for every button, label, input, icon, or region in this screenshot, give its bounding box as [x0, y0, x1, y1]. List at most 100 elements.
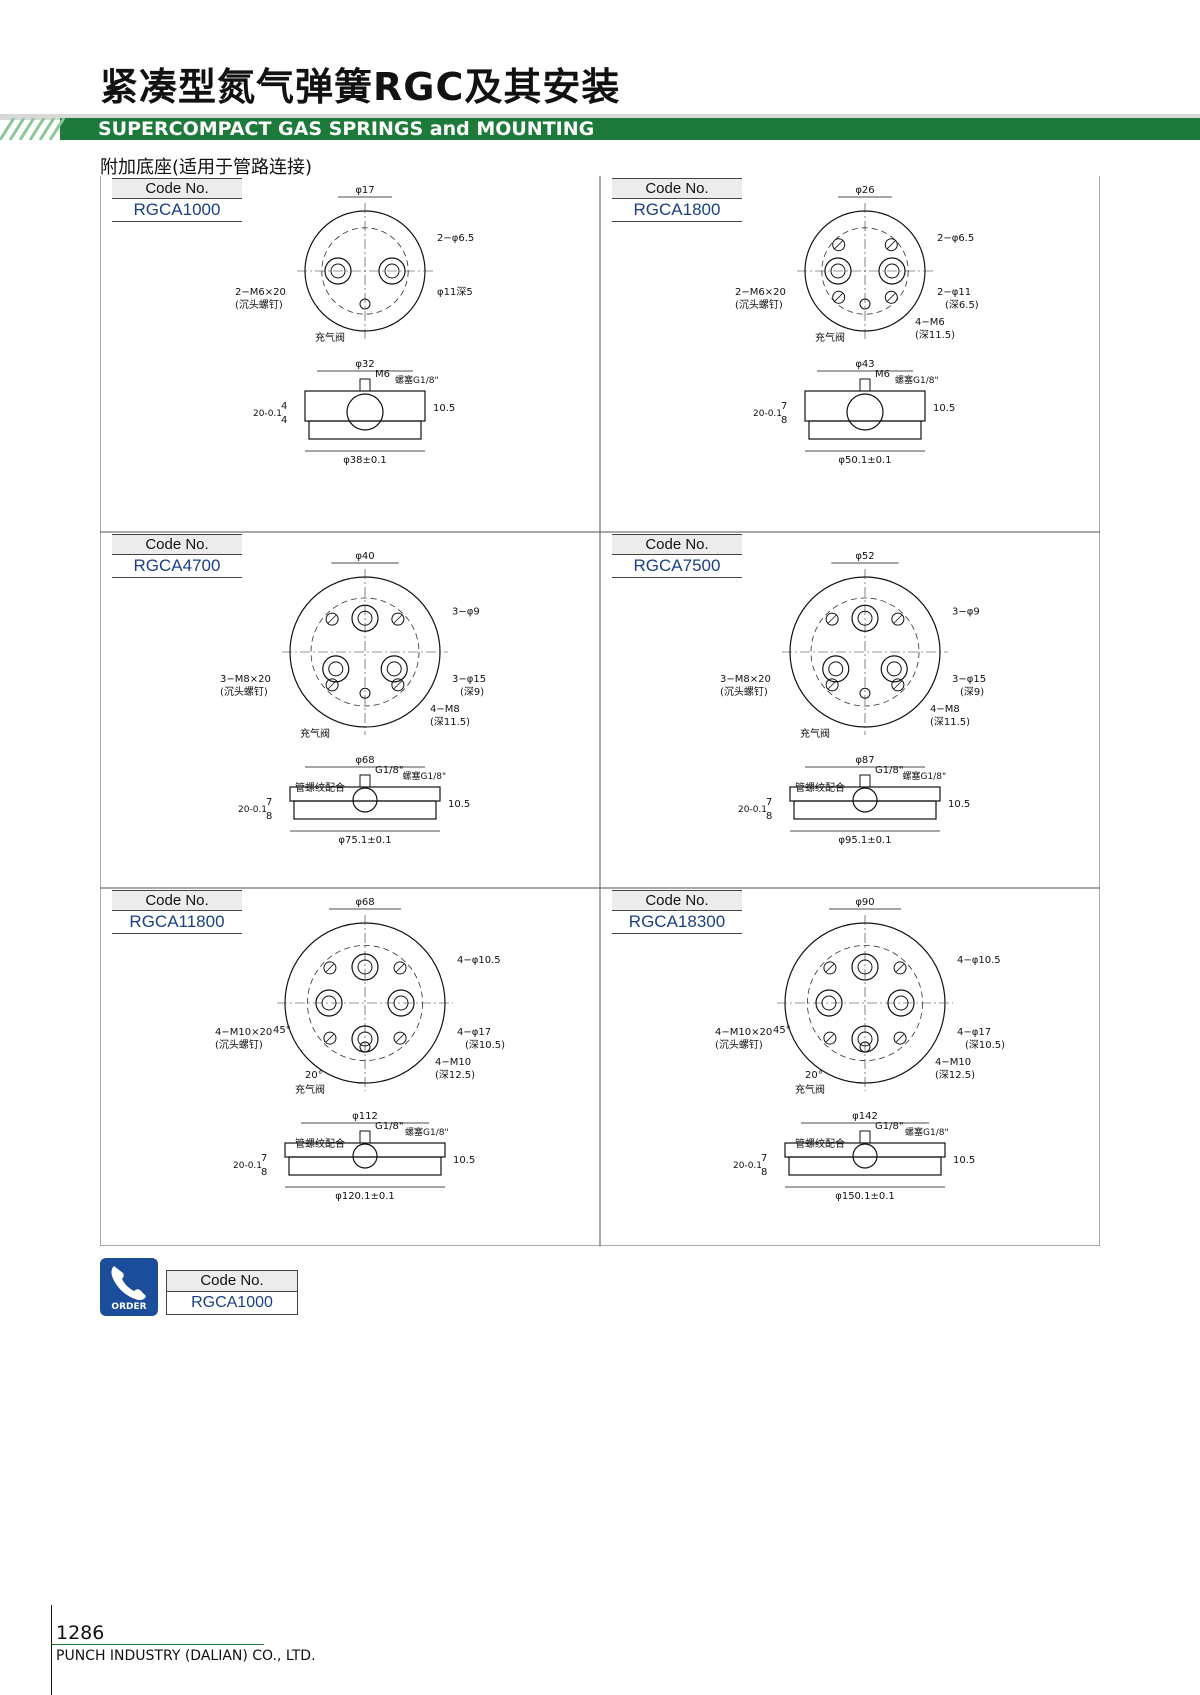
through-hole: [321, 995, 337, 1011]
dim-h1: 7: [261, 1153, 267, 1164]
dim-h-total: 20-0.1: [233, 1161, 262, 1171]
label-cbore-depth: (深6.5): [945, 299, 979, 311]
dim-h2: 4: [281, 415, 287, 426]
thread-mark: [325, 963, 335, 973]
threaded-hole: [891, 612, 905, 626]
threaded-hole: [393, 1031, 407, 1045]
valve-mark: [859, 1041, 871, 1053]
label-plug: 螺塞G1/8": [895, 374, 939, 386]
counterbore-hole: [380, 655, 408, 683]
dim-top-dia: φ90: [855, 897, 874, 908]
dim-side-dia: φ87: [855, 755, 874, 766]
label-angle-20: 20°: [305, 1070, 323, 1081]
company-name: PUNCH INDUSTRY (DALIAN) CO., LTD.: [56, 1648, 316, 1664]
side-port: [352, 1143, 378, 1169]
order-code-box: Code No. RGCA1000: [166, 1270, 298, 1315]
page-number: 1286: [56, 1622, 105, 1644]
dim-side-dia: φ142: [852, 1111, 878, 1122]
threaded-hole: [393, 961, 407, 975]
order-code-value: RGCA1000: [191, 1294, 273, 1311]
valve-mark: [359, 687, 371, 699]
dim-h-total: 20-0.1: [238, 805, 267, 815]
label-valve: 充气阀: [815, 331, 845, 344]
label-thread: 4−M8: [930, 704, 960, 715]
valve-mark: [859, 687, 871, 699]
side-port: [352, 787, 378, 813]
band-green-bar: [60, 118, 1200, 140]
technical-drawing: φ403−φ93−M8×20(沉头螺钉)3−φ15(深9)4−M8(深11.5)…: [220, 551, 486, 846]
thread-mark: [327, 614, 337, 624]
label-cbore: 2−φ11: [937, 287, 971, 298]
threaded-hole: [391, 612, 405, 626]
dim-h2: 8: [781, 415, 787, 426]
code-value: RGCA1000: [112, 199, 242, 222]
technical-drawing: φ523−φ93−M8×20(沉头螺钉)3−φ15(深9)4−M8(深11.5)…: [720, 551, 986, 846]
label-pipe: 管螺纹配合: [295, 781, 345, 794]
label-cbore: φ11深5: [437, 286, 473, 298]
section-title-en: SUPERCOMPACT GAS SPRINGS and MOUNTING: [98, 118, 595, 140]
label-pipe: 管螺纹配合: [795, 781, 845, 794]
threaded-hole: [823, 961, 837, 975]
thread-mark: [325, 1033, 335, 1043]
technical-drawing: φ172−φ6.52−M6×20(沉头螺钉)φ11深5充气阀φ32M6螺塞G1/…: [235, 185, 474, 466]
counterbore-hole: [378, 257, 406, 285]
thread-mark: [834, 240, 843, 249]
side-upper-body: [804, 390, 926, 422]
label-cbore: 4−φ17: [457, 1027, 491, 1038]
order-icon: ORDER: [100, 1258, 158, 1316]
label-angle-45: 45°: [273, 1025, 291, 1036]
code-box: Code No. RGCA7500: [612, 534, 742, 578]
label-screw-note: (沉头螺钉): [215, 1038, 263, 1051]
label-valve: 充气阀: [315, 331, 345, 344]
dim-h3: 10.5: [948, 799, 970, 810]
phone-icon: [111, 1266, 146, 1301]
label-cbore-depth: (深10.5): [465, 1039, 505, 1051]
grid-frame: [100, 176, 1100, 1246]
dim-h3: 10.5: [433, 403, 455, 414]
dim-top-dia: φ68: [355, 897, 374, 908]
label-plug: 螺塞G1/8": [395, 374, 439, 386]
through-hole: [893, 995, 909, 1011]
through-hole: [886, 661, 902, 677]
dim-h3: 10.5: [953, 1155, 975, 1166]
label-valve: 充气阀: [295, 1083, 325, 1096]
counterbore-hole: [851, 953, 879, 981]
dim-h-total: 20-0.1: [753, 409, 782, 419]
label-thread: 4−M8: [430, 704, 460, 715]
dim-base-dia: φ75.1±0.1: [338, 835, 391, 846]
dim-h1: 4: [281, 401, 287, 412]
label-screw-note: (沉头螺钉): [220, 685, 268, 698]
label-port: G1/8": [375, 1121, 403, 1132]
side-base: [788, 1156, 942, 1176]
counterbore-hole: [878, 257, 906, 285]
side-port: [852, 787, 878, 813]
label-holes: 2−φ6.5: [437, 233, 474, 244]
thread-mark: [825, 1033, 835, 1043]
dim-h3: 10.5: [448, 799, 470, 810]
through-hole: [884, 263, 900, 279]
label-screw: 2−M6×20: [235, 287, 286, 298]
label-port: G1/8": [375, 765, 403, 776]
band-stripes-decoration: [0, 118, 66, 140]
side-base: [808, 420, 922, 440]
dim-base-dia: φ50.1±0.1: [838, 455, 891, 466]
threaded-hole: [825, 678, 839, 692]
page-title: 紧凑型氮气弹簧RGC及其安装: [100, 65, 621, 109]
threaded-hole: [891, 678, 905, 692]
code-label: Code No.: [112, 890, 242, 911]
threaded-hole: [884, 238, 898, 252]
code-box: Code No. RGCA1800: [612, 178, 742, 222]
band-gray-line: [0, 114, 1200, 120]
side-valve: [859, 378, 871, 392]
counterbore-hole: [880, 655, 908, 683]
through-hole: [357, 1031, 373, 1047]
code-box: Code No. RGCA1000: [112, 178, 242, 222]
dim-h3: 10.5: [453, 1155, 475, 1166]
dim-h1: 7: [266, 797, 272, 808]
side-base: [288, 1156, 442, 1176]
label-holes: 2−φ6.5: [937, 233, 974, 244]
dim-h2: 8: [766, 811, 772, 822]
